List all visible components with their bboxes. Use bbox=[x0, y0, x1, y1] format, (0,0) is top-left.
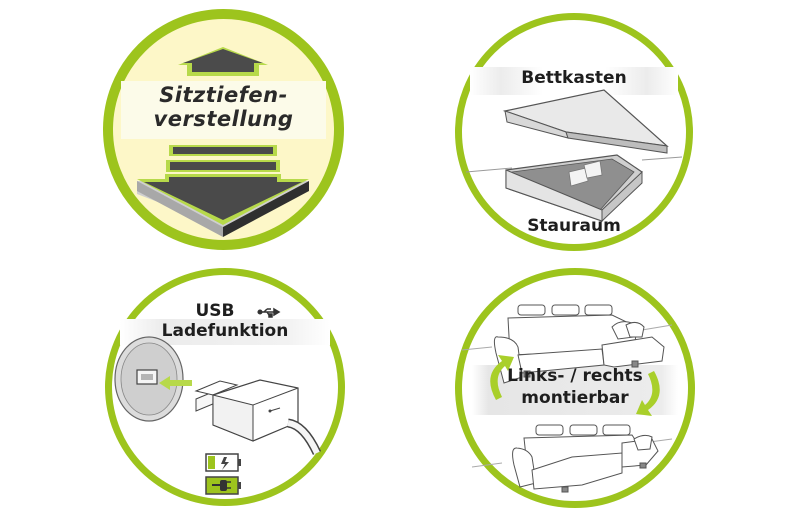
storage-bed-box-icon bbox=[465, 89, 683, 223]
seat-depth-arrow-icon bbox=[137, 47, 309, 237]
badge-sitztiefenverstellung: Sitztiefen- verstellung bbox=[103, 9, 344, 250]
usb-symbol-icon bbox=[257, 307, 281, 318]
swap-arrows-icon bbox=[490, 355, 660, 416]
title-line-1: Links- / rechts bbox=[507, 366, 643, 386]
title-line-2: Stauraum bbox=[527, 216, 621, 236]
battery-plug-icon bbox=[205, 476, 241, 495]
badge-bettkasten: Bettkasten Stauraum bbox=[455, 13, 693, 251]
badge-title: Sitztiefen- verstellung bbox=[113, 83, 334, 131]
title-line-2: montierbar bbox=[521, 388, 629, 408]
badge-links-rechts-montierbar: Links- / rechts montierbar bbox=[455, 268, 695, 508]
corner-sofa-icon bbox=[462, 304, 673, 493]
battery-charging-icon bbox=[205, 453, 241, 472]
label-band bbox=[470, 67, 678, 95]
usb-plug-icon bbox=[114, 307, 322, 495]
badge-usb-ladefunktion: USB Ladefunktion bbox=[105, 268, 345, 506]
title-line-1: Bettkasten bbox=[521, 68, 627, 88]
title-line-1: Sitztiefen- bbox=[159, 83, 288, 107]
title-line-2: Ladefunktion bbox=[161, 321, 289, 341]
title-line-2: verstellung bbox=[153, 107, 294, 131]
title-line-1: USB bbox=[195, 301, 235, 321]
label-band bbox=[121, 81, 326, 139]
